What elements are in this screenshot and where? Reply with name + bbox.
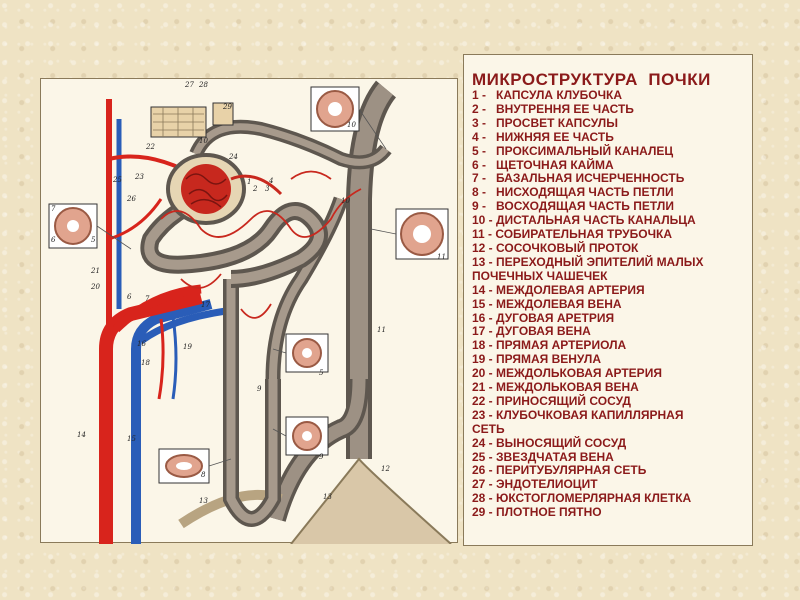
thin-segment-lumen <box>176 462 192 470</box>
legend-item: 24 - ВЫНОСЯЩИЙ СОСУД <box>472 437 746 451</box>
legend-item: 15 - МЕЖДОЛЕВАЯ ВЕНА <box>472 298 746 312</box>
distal-cross-section-lumen <box>328 102 342 116</box>
figure-label-17: 17 <box>201 301 210 309</box>
figure-label-11: 11 <box>437 253 446 261</box>
legend-item: 4 - НИЖНЯЯ ЕЕ ЧАСТЬ <box>472 131 746 145</box>
figure-label-7: 7 <box>145 295 150 303</box>
proximal-cross-section-lumen <box>67 220 79 232</box>
figure-label-5: 5 <box>319 369 324 377</box>
figure-label-9: 9 <box>319 453 324 461</box>
legend-item: 29 - ПЛОТНОЕ ПЯТНО <box>472 506 746 520</box>
legend-item: 2 - ВНУТРЕННЯ ЕЕ ЧАСТЬ <box>472 103 746 117</box>
legend-item: 27 - ЭНДОТЕЛИОЦИТ <box>472 478 746 492</box>
kidney-microstructure-figure: 27 28 29 10 10 10 22 24 23 25 1 2 3 4 26… <box>40 78 458 543</box>
figure-label-4: 4 <box>268 177 273 185</box>
legend-item: 9 - ВОСХОДЯЩАЯ ЧАСТЬ ПЕТЛИ <box>472 200 746 214</box>
figure-label-5: 5 <box>91 236 96 244</box>
figure-label-7: 7 <box>51 205 56 213</box>
glomerular-capillary-network <box>181 164 231 214</box>
figure-label-27: 27 <box>184 81 194 89</box>
legend-item: 26 - ПЕРИТУБУЛЯРНАЯ СЕТЬ <box>472 464 746 478</box>
legend-item: 19 - ПРЯМАЯ ВЕНУЛА <box>472 353 746 367</box>
loop-cross-section-lumen <box>302 431 312 441</box>
legend-item: 3 - ПРОСВЕТ КАПСУЛЫ <box>472 117 746 131</box>
legend-item: 13 - ПЕРЕХОДНЫЙ ЭПИТЕЛИЙ МАЛЫХ <box>472 256 746 270</box>
legend-item: 14 - МЕЖДОЛЕВАЯ АРТЕРИЯ <box>472 284 746 298</box>
legend-item: 28 - ЮКСТОГЛОМЕРЛЯРНАЯ КЛЕТКА <box>472 492 746 506</box>
legend-item: 6 - ЩЕТОЧНАЯ КАЙМА <box>472 159 746 173</box>
papillary-epithelium <box>291 459 451 544</box>
collecting-cross-section-lumen <box>413 225 431 243</box>
legend-item: 12 - СОСОЧКОВЫЙ ПРОТОК <box>472 242 746 256</box>
figure-label-24: 24 <box>228 153 238 161</box>
figure-label-14: 14 <box>77 431 86 439</box>
figure-label-10: 10 <box>341 197 350 205</box>
legend-item: 21 - МЕЖДОЛЬКОВАЯ ВЕНА <box>472 381 746 395</box>
legend-item: 16 - ДУГОВАЯ АРЕТРИЯ <box>472 312 746 326</box>
figure-label-23: 23 <box>134 173 144 181</box>
legend-item: 18 - ПРЯМАЯ АРТЕРИОЛА <box>472 339 746 353</box>
figure-label-15: 15 <box>127 435 136 443</box>
ascending-cross-section-lumen <box>302 348 312 358</box>
figure-label-28: 28 <box>198 81 208 89</box>
figure-label-10: 10 <box>347 121 356 129</box>
figure-label-21: 21 <box>90 267 100 275</box>
legend-item: 22 - ПРИНОСЯЩИЙ СОСУД <box>472 395 746 409</box>
figure-label-10: 10 <box>199 137 208 145</box>
figure-label-8: 8 <box>201 471 206 479</box>
figure-label-2: 2 <box>252 185 258 193</box>
nephron-illustration: 27 28 29 10 10 10 22 24 23 25 1 2 3 4 26… <box>41 79 459 544</box>
figure-label-18: 18 <box>141 359 150 367</box>
legend-item: 11 - СОБИРАТЕЛЬНАЯ ТРУБОЧКА <box>472 228 746 242</box>
legend-panel: МИКРОСТРУКТУРА ПОЧКИ 1 - КАПСУЛА КЛУБОЧК… <box>463 54 753 546</box>
legend-item: СЕТЬ <box>472 423 746 437</box>
figure-label-13: 13 <box>323 493 332 501</box>
figure-label-12: 12 <box>381 465 390 473</box>
figure-label-1: 1 <box>247 178 251 186</box>
legend-item: 1 - КАПСУЛА КЛУБОЧКА <box>472 89 746 103</box>
figure-label-25: 25 <box>112 176 122 184</box>
legend-item: 10 - ДИСТАЛЬНАЯ ЧАСТЬ КАНАЛЬЦА <box>472 214 746 228</box>
figure-label-19: 19 <box>183 343 192 351</box>
figure-label-6: 6 <box>127 293 132 301</box>
figure-label-20: 20 <box>90 283 100 291</box>
legend-item: 23 - КЛУБОЧКОВАЯ КАПИЛЛЯРНАЯ <box>472 409 746 423</box>
henle-loop-descending <box>231 279 273 519</box>
legend-item: 20 - МЕЖДОЛЬКОВАЯ АРТЕРИЯ <box>472 367 746 381</box>
figure-label-16: 16 <box>137 340 146 348</box>
figure-label-13: 13 <box>199 497 208 505</box>
figure-label-29: 29 <box>222 103 232 111</box>
figure-label-26: 26 <box>126 195 136 203</box>
legend-item: 5 - ПРОКСИМАЛЬНЫЙ КАНАЛЕЦ <box>472 145 746 159</box>
figure-label-6: 6 <box>51 236 56 244</box>
legend-title: МИКРОСТРУКТУРА ПОЧКИ <box>472 71 746 89</box>
figure-label-9: 9 <box>257 385 262 393</box>
figure-label-3: 3 <box>265 185 270 193</box>
legend-item: 7 - БАЗАЛЬНАЯ ИСЧЕРЧЕННОСТЬ <box>472 172 746 186</box>
straight-venule <box>173 317 176 399</box>
legend-item: 25 - ЗВЕЗДЧАТАЯ ВЕНА <box>472 451 746 465</box>
legend-item: ПОЧЕЧНЫХ ЧАШЕЧЕК <box>472 270 746 284</box>
figure-label-22: 22 <box>145 143 155 151</box>
figure-label-11: 11 <box>377 326 386 334</box>
legend-item: 17 - ДУГОВАЯ ВЕНА <box>472 325 746 339</box>
legend-item: 8 - НИСХОДЯЩАЯ ЧАСТЬ ПЕТЛИ <box>472 186 746 200</box>
